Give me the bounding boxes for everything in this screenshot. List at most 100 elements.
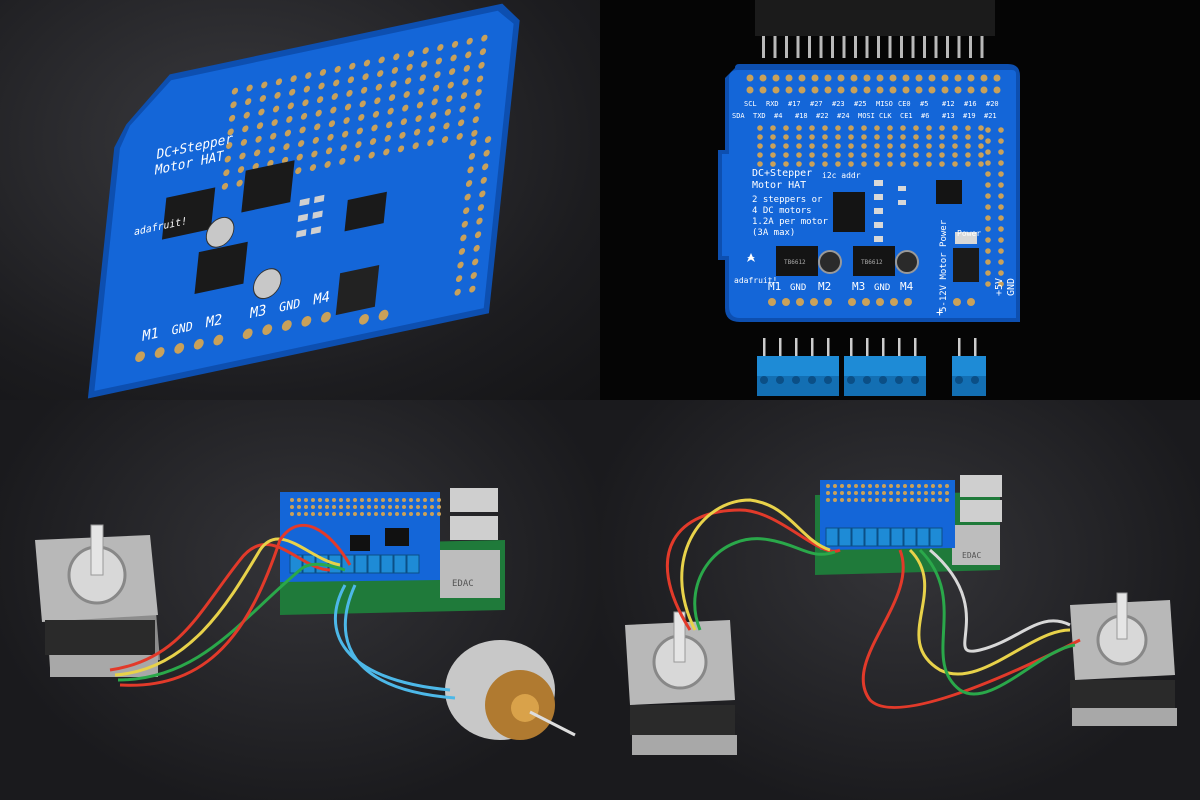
header-pin xyxy=(819,36,823,58)
proto-hole xyxy=(475,89,482,96)
proto-hole xyxy=(416,498,420,502)
header-pin xyxy=(785,36,788,58)
proto-hole xyxy=(783,143,789,149)
proto-hole xyxy=(848,143,854,149)
proto-hole xyxy=(900,143,906,149)
proto-hole xyxy=(242,125,249,133)
proto-hole xyxy=(243,111,250,119)
terminal-pin xyxy=(811,338,814,356)
terminal-pin xyxy=(850,338,853,356)
pin-label-top: #23 xyxy=(832,100,845,108)
proto-hole xyxy=(998,138,1004,144)
proto-hole xyxy=(432,84,440,92)
proto-hole xyxy=(470,139,477,147)
stepper-motor xyxy=(35,524,160,677)
proto-hole xyxy=(333,79,340,87)
proto-hole xyxy=(770,161,776,167)
pin-label-bottom: CLK xyxy=(879,112,892,120)
stepper-motor-right xyxy=(1070,592,1177,726)
proto-hole xyxy=(346,505,350,509)
proto-hole xyxy=(391,67,399,74)
proto-hole xyxy=(390,80,397,88)
pin-label-bottom: #19 xyxy=(963,112,976,120)
proto-hole xyxy=(423,505,427,509)
proto-hole xyxy=(939,134,945,140)
proto-hole xyxy=(305,72,312,79)
proto-hole xyxy=(900,134,906,140)
terminal-housing xyxy=(844,356,926,376)
proto-hole xyxy=(835,134,841,140)
terminal-block-m3m4 xyxy=(844,338,926,396)
proto-hole xyxy=(304,512,308,516)
terminal-block xyxy=(929,527,943,547)
proto-hole xyxy=(861,152,867,158)
proto-hole xyxy=(296,153,303,161)
proto-hole xyxy=(444,108,452,116)
proto-hole xyxy=(910,491,914,495)
terminal-screw xyxy=(808,376,816,384)
proto-hole xyxy=(356,127,363,135)
proto-hole xyxy=(861,491,865,495)
proto-hole xyxy=(757,161,763,167)
proto-hole xyxy=(796,125,802,131)
proto-hole xyxy=(287,102,294,110)
proto-hole xyxy=(399,131,406,139)
proto-hole xyxy=(985,204,991,210)
proto-hole xyxy=(332,512,336,516)
proto-hole xyxy=(924,498,928,502)
proto-hole xyxy=(402,104,409,112)
stepper-dc-illustration: EDAC xyxy=(35,488,576,740)
header-pin xyxy=(900,36,903,58)
pin-label-top: RXD xyxy=(766,100,779,108)
proto-hole xyxy=(474,102,481,110)
proto-hole xyxy=(255,135,262,143)
pin-label-top: #5 xyxy=(920,100,928,108)
proto-hole xyxy=(861,498,865,502)
proto-hole xyxy=(427,139,434,147)
proto-hole xyxy=(848,161,854,167)
proto-hole xyxy=(483,149,490,157)
proto-hole xyxy=(926,125,932,131)
gpio-hole xyxy=(941,74,949,82)
proto-hole xyxy=(311,498,315,502)
proto-hole xyxy=(783,134,789,140)
proto-hole xyxy=(339,157,346,165)
proto-hole xyxy=(223,169,230,177)
proto-hole xyxy=(268,146,275,154)
proto-hole xyxy=(965,152,971,158)
proto-hole xyxy=(334,65,341,73)
proto-hole xyxy=(998,281,1004,287)
proto-hole xyxy=(339,505,343,509)
proto-hole xyxy=(476,75,484,83)
proto-hole xyxy=(458,248,466,255)
gpio-hole xyxy=(785,74,793,82)
proto-hole xyxy=(387,107,394,115)
proto-hole xyxy=(353,154,361,162)
proto-hole xyxy=(822,152,828,158)
proto-hole xyxy=(381,512,385,516)
proto-hole xyxy=(457,261,464,269)
proto-hole xyxy=(457,119,465,127)
proto-hole xyxy=(874,152,880,158)
proto-hole xyxy=(416,512,420,516)
proto-hole xyxy=(374,498,378,502)
proto-hole xyxy=(259,95,267,102)
proto-hole xyxy=(228,114,236,122)
pwm-chip xyxy=(833,192,865,232)
proto-hole xyxy=(874,134,880,140)
pin-label-bottom: CE1 xyxy=(900,112,913,120)
proto-hole xyxy=(998,127,1004,133)
proto-hole xyxy=(978,143,984,149)
proto-hole xyxy=(344,103,352,111)
proto-hole xyxy=(854,484,858,488)
gpio-hole xyxy=(889,86,897,94)
proto-hole xyxy=(346,89,353,97)
label-gnd-1: GND xyxy=(171,319,194,338)
board-desc-line1: 2 steppers or xyxy=(752,195,823,205)
proto-hole xyxy=(926,152,932,158)
gpio-hole xyxy=(928,86,936,94)
proto-hole xyxy=(297,498,301,502)
chip-2-label: TB6612 xyxy=(861,259,883,266)
proto-hole xyxy=(861,134,867,140)
proto-hole xyxy=(221,182,229,190)
